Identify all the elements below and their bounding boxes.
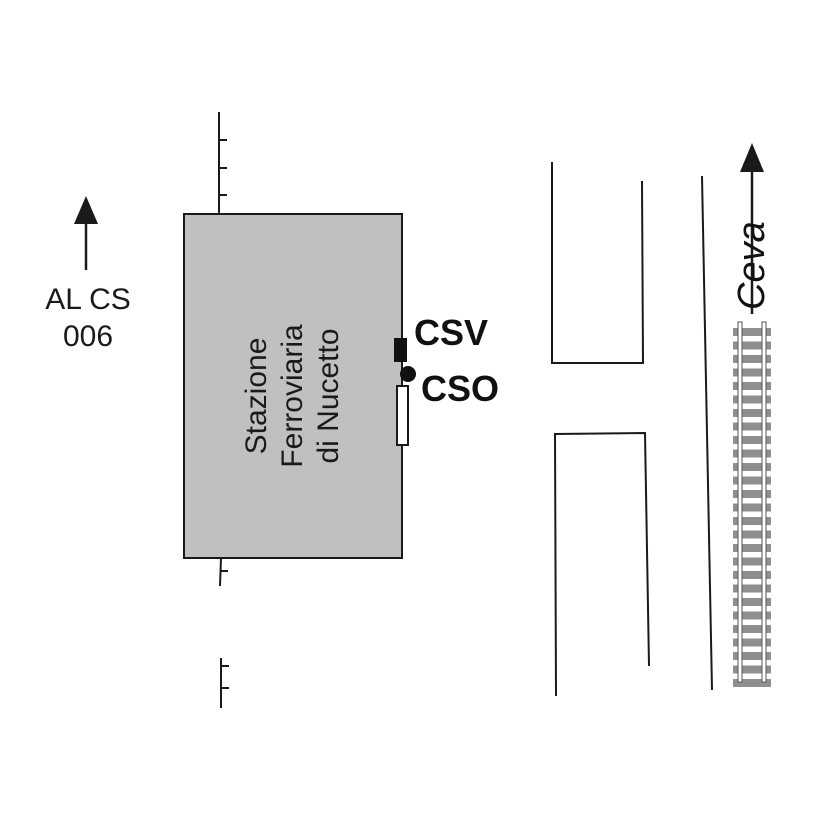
arrow-up-icon <box>74 196 98 224</box>
direction-arrow-ceva <box>740 143 764 314</box>
rail-tie <box>733 625 771 633</box>
rail-tie <box>733 463 771 471</box>
rail-tie <box>733 422 771 431</box>
rail-tie <box>733 544 771 552</box>
platform-marker <box>396 385 409 446</box>
railway-track <box>733 321 771 687</box>
rail-tie <box>733 503 771 512</box>
csv-label: CSV <box>414 312 488 353</box>
rail-tie <box>733 679 771 687</box>
rail-tie <box>733 557 771 566</box>
rail-tie <box>733 611 771 620</box>
rail-tie <box>733 449 771 458</box>
ceva-label: Ceva <box>731 221 773 310</box>
rail-tie <box>733 638 771 647</box>
rail-tie <box>733 571 771 579</box>
direction-label-line1: AL CS <box>45 283 131 316</box>
rail-tie <box>733 382 771 390</box>
station-label-line1: Stazione <box>240 338 273 455</box>
road-outline <box>551 162 713 697</box>
csv-marker <box>394 338 407 362</box>
rail-tie <box>733 341 771 350</box>
rail <box>761 321 767 683</box>
direction-label-line2: 006 <box>63 320 113 353</box>
rail-tie <box>733 328 771 336</box>
cso-marker <box>400 366 416 382</box>
rail-tie <box>733 368 771 377</box>
station-label: Stazione Ferroviaria di Nucetto <box>240 324 345 468</box>
rail <box>737 321 743 683</box>
rail-tie <box>733 436 771 444</box>
rail-tie <box>733 652 771 660</box>
rail-tie <box>733 355 771 363</box>
rail-tie <box>733 395 771 404</box>
rail-tie <box>733 665 771 674</box>
boundary-line-left <box>218 112 229 708</box>
station-label-line3: di Nucetto <box>312 328 345 463</box>
rail-tie <box>733 517 771 525</box>
station-building <box>183 213 403 559</box>
rail-tie <box>733 409 771 417</box>
station-label-line2: Ferroviaria <box>276 324 309 468</box>
cso-label: CSO <box>421 368 499 409</box>
rail-tie <box>733 490 771 498</box>
arrow-up-icon <box>740 143 764 172</box>
rail-tie <box>733 598 771 606</box>
rail-tie <box>733 530 771 539</box>
rail-tie <box>733 476 771 485</box>
direction-arrow-left <box>74 196 98 270</box>
rail-tie <box>733 584 771 593</box>
